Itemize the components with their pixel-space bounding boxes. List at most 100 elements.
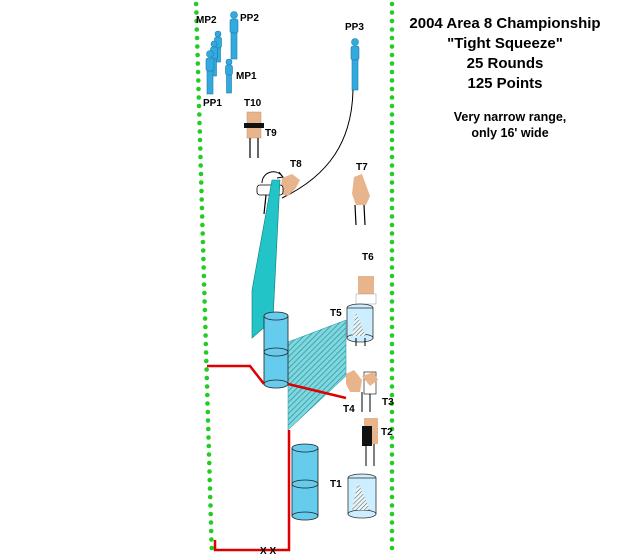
berm-dot [389,435,395,440]
berm-dot [201,265,206,270]
berm-dot [389,511,395,517]
vision-barrier-upper [251,179,281,339]
label-t4: T4 [343,404,355,415]
target-t6 [355,276,377,305]
berm-dot [202,290,207,296]
berm-dot [207,494,213,500]
berm-dot [208,503,213,508]
berm-dot [389,401,395,406]
berm-dot [389,392,395,398]
barrel-t5 [346,303,374,346]
berm-dot [205,409,211,415]
berm-dot [389,78,395,83]
berm-dot [389,18,395,24]
berm-dot [201,273,207,279]
berm-dot [389,426,395,432]
berm-dot [198,163,203,168]
berm-dot [201,282,207,287]
berm-dot [389,443,395,449]
berm-dot [389,61,395,66]
berm-dot [389,86,395,92]
berm-dot [389,214,395,219]
berm-dot [389,103,395,109]
berm-dot [196,86,201,92]
berm-dot [200,231,205,236]
barrel-stack-lower [291,443,319,521]
berm-dot [389,35,395,41]
berm-dot [389,180,395,185]
berm-dot [389,299,395,304]
berm-dot [209,545,214,551]
note-line-2: only 16' wide [471,126,548,140]
berm-dot [200,222,205,228]
popper-cluster [205,11,239,95]
berm-dot [198,146,203,151]
berm-dot [389,418,395,423]
berm-dot [206,426,211,432]
berm-dot [389,197,395,202]
label-t3: T3 [382,397,394,408]
berm-dot [389,1,395,7]
vision-barrier-hatched [287,319,347,431]
berm-dot [389,188,395,194]
berm-dot [389,469,395,474]
berm-dot [199,197,204,202]
berm-dot [209,537,214,542]
berm-dot [389,146,395,151]
berm-dot [389,69,395,75]
berm-dot [194,27,200,32]
berm-dot [204,375,210,381]
popper-pp2 [229,11,239,60]
berm-dot [198,171,204,177]
berm-dot [389,350,395,355]
berm-dot [389,537,395,542]
berm-dot [200,248,206,253]
fault-lines [207,364,347,552]
berm-dot [389,367,395,372]
berm-dot [389,52,395,58]
title-line-3: 25 Rounds [467,55,544,72]
berm-dot [201,256,206,262]
popper-pp1 [205,50,215,95]
berm-dot [205,418,211,423]
berm-dot [202,299,207,304]
label-t8: T8 [290,159,302,170]
berm-dot [199,205,205,211]
berm-dot [203,324,208,330]
berm-dot [389,486,395,491]
popper-pp3 [350,38,360,91]
title-line-4: 125 Points [467,75,542,92]
label-pp3: PP3 [345,22,364,33]
berm-dot [208,511,213,517]
berm-dot [195,61,201,66]
title-line-1: 2004 Area 8 Championship [409,15,600,32]
berm-dot [389,494,395,500]
berm-dot [206,443,212,449]
left-berm [193,1,214,551]
berm-dot [207,469,212,474]
berm-dot [389,409,395,415]
berm-dot [389,95,395,100]
berm-dot [389,282,395,287]
berm-dot [202,316,208,321]
berm-dot [205,401,210,406]
berm-dot [196,78,201,83]
berm-dot [389,545,395,551]
berm-dot [389,477,395,483]
berm-dot [389,358,395,364]
berm-dot [389,273,395,279]
berm-dot [389,222,395,228]
berm-dot [206,435,211,440]
berm-dot [389,324,395,330]
berm-dot [389,503,395,508]
berm-dot [389,520,395,525]
berm-dot [195,44,200,49]
berm-dot [194,35,200,41]
berm-dot [198,154,203,160]
berm-dot [389,239,395,245]
berm-dot [389,44,395,49]
activation-cable [281,89,354,199]
berm-dot [200,239,206,245]
berm-dot [196,103,202,109]
